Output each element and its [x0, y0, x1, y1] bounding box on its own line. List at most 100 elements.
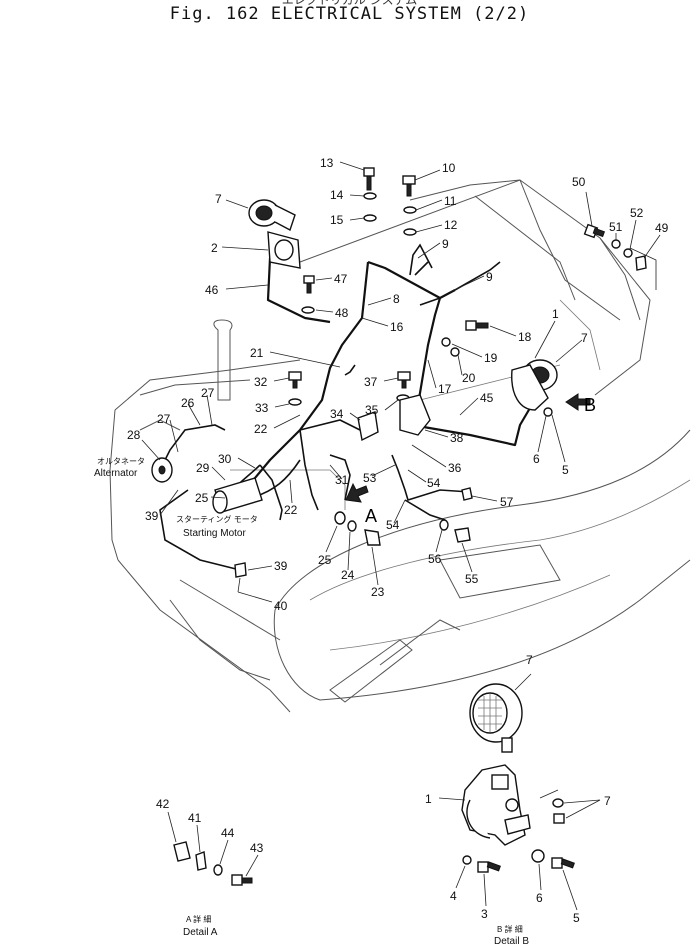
- callout-labels: 13 10 14 11 15 12 7 9 2 47 9 46 8 48 16 …: [127, 156, 669, 925]
- washer-24: [347, 520, 357, 532]
- terminal-39: [234, 562, 247, 578]
- detail-b-drawing: [461, 683, 575, 873]
- callout-label: 5: [562, 463, 569, 477]
- callout-label: 45: [480, 391, 494, 405]
- callout-label: 9: [486, 270, 493, 284]
- junction-box-38: [399, 394, 431, 436]
- callout-label: 56: [428, 552, 442, 566]
- callout-label: 43: [250, 841, 264, 855]
- washer-19: [441, 337, 451, 347]
- leader-lines: [141, 161, 661, 911]
- callout-label: 49: [655, 221, 669, 235]
- bolt-13: [363, 167, 375, 191]
- nut-6: [543, 407, 553, 417]
- relay-34: [357, 411, 379, 442]
- component-labels: オルタネータ Alternator スターティング モータ Starting M…: [94, 395, 596, 944]
- callout-label: 33: [255, 401, 269, 415]
- callout-label: 25: [195, 491, 209, 505]
- view-arrow-a-icon: [345, 482, 369, 503]
- view-b-label: B: [584, 395, 596, 415]
- callout-label: 54: [427, 476, 441, 490]
- callout-label: 26: [181, 396, 195, 410]
- callout-label: 35: [365, 403, 379, 417]
- fuse-57: [461, 487, 473, 501]
- callout-label: 8: [393, 292, 400, 306]
- callout-label: 39: [145, 509, 159, 523]
- callout-label: 50: [572, 175, 586, 189]
- callout-label: 7: [604, 794, 611, 808]
- view-arrow-b-icon: [565, 393, 591, 411]
- nut-7-detail: [553, 813, 565, 824]
- callout-label: 27: [157, 412, 171, 426]
- nut-6-detail: [531, 849, 545, 863]
- callout-label: 15: [330, 213, 344, 227]
- callout-label: 55: [465, 572, 479, 586]
- callout-label: 1: [425, 792, 432, 806]
- bolt-37: [397, 371, 411, 389]
- callout-label: 2: [211, 241, 218, 255]
- callout-label: 6: [536, 891, 543, 905]
- clip-41: [195, 851, 207, 871]
- parts: [151, 167, 657, 593]
- cap-55: [454, 527, 471, 543]
- detail-b-label: Detail B: [494, 936, 529, 944]
- starting-motor-jp-label: スターティング モータ: [176, 514, 258, 524]
- callout-label: 23: [371, 585, 385, 599]
- figure-title: Fig. 162 ELECTRICAL SYSTEM (2/2): [169, 4, 530, 24]
- callout-label: 34: [330, 407, 344, 421]
- detail-a-jp-label: A 詳 細: [186, 914, 211, 924]
- washer-20: [450, 347, 460, 357]
- callout-label: 16: [390, 320, 404, 334]
- starting-motor-label: Starting Motor: [183, 528, 246, 539]
- washer-48: [301, 306, 315, 314]
- callout-label: 40: [274, 599, 288, 613]
- bolt-43: [231, 874, 253, 886]
- callout-label: 44: [221, 826, 235, 840]
- callout-label: 57: [500, 495, 514, 509]
- callout-label: 46: [205, 283, 219, 297]
- callout-label: 24: [341, 568, 355, 582]
- washer-52: [623, 248, 633, 258]
- detail-b-jp-label: B 詳 細: [497, 924, 523, 934]
- bolt-50: [583, 223, 606, 239]
- callout-label: 10: [442, 161, 456, 175]
- callout-label: 21: [250, 346, 264, 360]
- callout-label: 39: [274, 559, 288, 573]
- callout-label: 53: [363, 471, 377, 485]
- detail-a-drawing: [173, 841, 253, 886]
- callout-label: 12: [444, 218, 458, 232]
- callout-label: 20: [462, 371, 476, 385]
- callout-label: 1: [552, 307, 559, 321]
- bolt-5-detail: [551, 857, 575, 869]
- cap-23: [364, 529, 381, 546]
- callout-label: 52: [630, 206, 644, 220]
- lamp-bracket-2: [267, 231, 301, 269]
- clip-49: [635, 255, 647, 271]
- callout-label: 42: [156, 797, 170, 811]
- callout-label: 41: [188, 811, 202, 825]
- callout-label: 11: [444, 194, 457, 208]
- alternator-jp-label: オルタネータ: [97, 457, 145, 466]
- callout-label: 31: [335, 473, 349, 487]
- starting-motor: [212, 477, 263, 514]
- callout-label: 36: [448, 461, 462, 475]
- alternator: [151, 457, 173, 483]
- callout-label: 6: [533, 452, 540, 466]
- callout-label: 7: [215, 192, 222, 206]
- callout-label: 22: [284, 503, 298, 517]
- callout-label: 17: [438, 382, 452, 396]
- detail-a-label: Detail A: [183, 927, 218, 938]
- callout-label: 13: [320, 156, 334, 170]
- bolt-3-detail: [477, 861, 501, 873]
- washer-56: [439, 519, 449, 531]
- callout-label: 30: [218, 452, 232, 466]
- nut-25: [334, 511, 346, 525]
- work-lamp-upper-left: [248, 199, 296, 232]
- callout-label: 22: [254, 422, 268, 436]
- callout-label: 28: [127, 428, 141, 442]
- callout-label: 27: [201, 386, 215, 400]
- machine-body-outline: [109, 179, 691, 713]
- callout-label: 18: [518, 330, 532, 344]
- callout-label: 25: [318, 553, 332, 567]
